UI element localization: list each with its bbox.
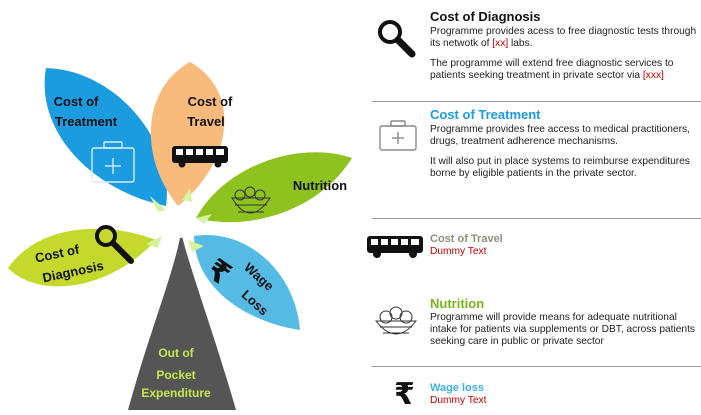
petal-travel-label-1: Cost of: [188, 94, 233, 109]
section-travel: Cost of Travel Dummy Text: [367, 228, 701, 268]
stem-label-3: Expenditure: [141, 386, 211, 400]
diagnosis-para-2: The programme will extend free diagnosti…: [430, 58, 674, 82]
petal-treatment-label-2: Treatment: [55, 114, 118, 129]
petal-diagnosis: [8, 228, 156, 287]
divider: [372, 218, 701, 219]
cost-flower-diagram: Out of Pocket Expenditure Cost of Treatm…: [8, 62, 352, 410]
rupee-icon: ₹: [394, 377, 415, 412]
petal-nutrition-label: Nutrition: [293, 178, 347, 193]
stem-label-1: Out of: [158, 346, 194, 360]
medical-kit-icon: [379, 120, 417, 151]
magnifier-icon: [378, 20, 416, 58]
nutrition-para-1: Programme will provide means for adequat…: [430, 312, 696, 348]
petal-travel-label-2: Travel: [187, 114, 225, 129]
medical-kit-icon: [91, 141, 135, 183]
divider: [372, 366, 701, 367]
arrow-icon: [146, 188, 212, 252]
diagnosis-para-1: Programme provides acess to free diagnos…: [430, 26, 697, 50]
diagnosis-title: Cost of Diagnosis: [430, 9, 541, 24]
flower-center: [166, 210, 194, 238]
section-treatment: Cost of Treatment Programme provides fre…: [372, 107, 701, 214]
food-basket-icon: [374, 306, 418, 335]
stem-out-of-pocket: [128, 232, 236, 410]
stem-label-2: Pocket: [156, 368, 195, 382]
petal-treatment-label-1: Cost of: [54, 94, 99, 109]
treatment-para-2: It will also put in place systems to rei…: [430, 156, 690, 180]
wage-text: Dummy Text: [430, 395, 487, 407]
section-diagnosis: Cost of Diagnosis Programme provides ace…: [372, 9, 701, 98]
travel-title: Cost of Travel: [430, 233, 503, 245]
treatment-title: Cost of Treatment: [430, 107, 541, 122]
wage-title: Wage loss: [430, 382, 484, 394]
treatment-para-1: Programme provides free access to medica…: [430, 124, 690, 148]
petal-travel: [150, 62, 225, 206]
section-wage-loss: ₹ Wage loss Dummy Text: [372, 378, 701, 414]
bus-icon: [172, 146, 228, 168]
divider: [372, 101, 701, 102]
nutrition-title: Nutrition: [430, 296, 485, 311]
bus-icon: [367, 236, 423, 258]
petal-wage-loss: [194, 235, 300, 330]
magnifier-icon: [95, 225, 134, 264]
section-nutrition: Nutrition Programme will provide means f…: [372, 296, 701, 359]
travel-text: Dummy Text: [430, 246, 487, 258]
petal-treatment: [44, 68, 167, 206]
food-basket-icon: [231, 186, 271, 214]
